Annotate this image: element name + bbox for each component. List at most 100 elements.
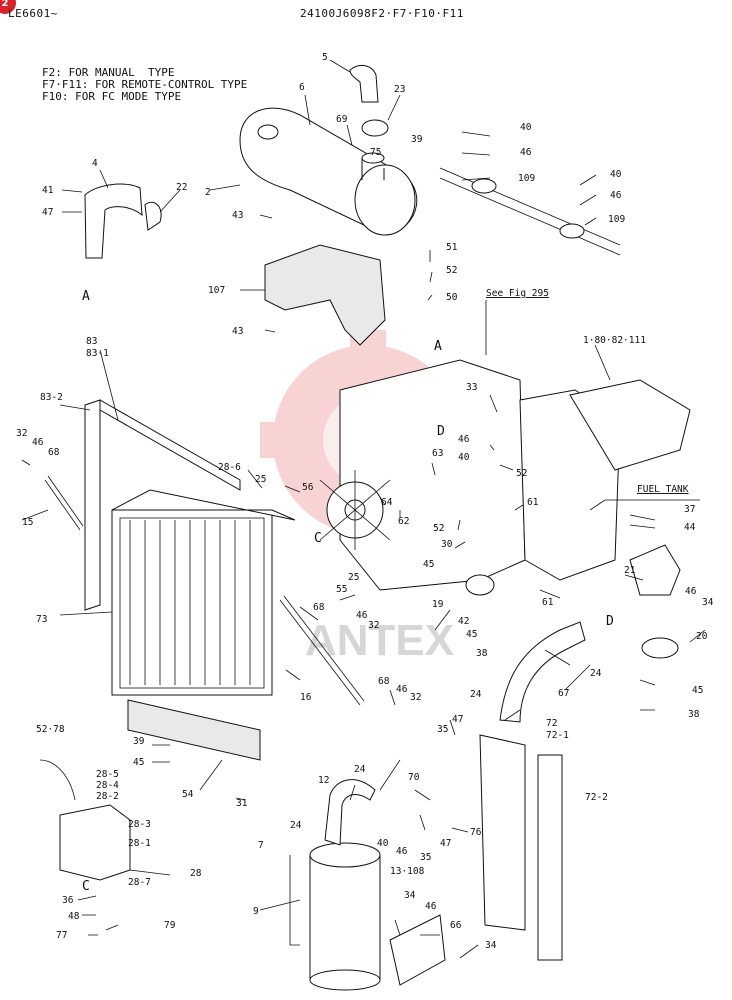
muffler-bracket-part (264, 244, 386, 346)
exhaust-elbow-part (84, 183, 143, 259)
bottom-rail-part (127, 699, 261, 761)
callout: 70 (408, 772, 420, 783)
callout: 44 (684, 522, 696, 533)
callout: 64 (381, 497, 393, 508)
watermark-text: ANTEX (305, 616, 454, 665)
note-fc-mode: F10: FOR FC MODE TYPE (42, 90, 182, 103)
callout: 39 (411, 134, 423, 145)
see-fig-reference: See Fig 295 (486, 288, 549, 299)
callout: 20 (696, 631, 708, 642)
callout: 75 (370, 147, 381, 158)
callout: 83-1 (86, 348, 109, 359)
callout: 46 (610, 190, 622, 201)
callout: 34 (702, 597, 714, 608)
radiator-part (111, 489, 296, 696)
note-remote: F7·F11: FOR REMOTE-CONTROL TYPE (42, 78, 248, 91)
callout: 51 (446, 242, 458, 253)
callout: 7 (258, 840, 264, 851)
note-manual: F2: FOR MANUAL TYPE (42, 66, 175, 79)
callout: 2 (205, 187, 211, 198)
callout: 28-3 (128, 819, 151, 830)
callout: 38 (476, 648, 488, 659)
callout: 13·108 (390, 866, 425, 877)
callout: 1·80·82·111 (583, 335, 646, 346)
callout: 46 (685, 586, 697, 597)
radiator-frame-part (84, 399, 241, 611)
callout: 36 (62, 895, 74, 906)
tailpipe-part (349, 64, 379, 103)
callout: 24 (470, 689, 482, 700)
callout: 37 (684, 504, 695, 515)
callout: 24 (290, 820, 302, 831)
callout: 109 (608, 214, 625, 225)
callout: 35 (437, 724, 448, 735)
callout: 68 (313, 602, 325, 613)
callout: 46 (520, 147, 532, 158)
callout: 52 (446, 265, 457, 276)
callout: 67 (558, 688, 569, 699)
callout: 46 (32, 437, 44, 448)
fuel-tank-reference: FUEL TANK (637, 484, 689, 495)
callout: 79 (164, 920, 176, 931)
callout: 107 (208, 285, 225, 296)
callout: 46 (425, 901, 437, 912)
part-group-title: 24100J6098F2·F7·F10·F11 (300, 7, 464, 20)
callout: 42 (458, 616, 469, 627)
callout: 9 (253, 906, 259, 917)
callout: 47 (440, 838, 451, 849)
callout: 15 (22, 517, 33, 528)
callout: 68 (378, 676, 390, 687)
callout: 25 (255, 474, 266, 485)
connector-c-label: C (314, 531, 322, 546)
callout: 40 (458, 452, 470, 463)
callout: 83-2 (40, 392, 63, 403)
callout: 4 (92, 158, 98, 169)
callout: 68 (48, 447, 60, 458)
callout-labels: 5 6 23 69 75 39 40 46 109 40 46 109 4 22… (16, 52, 714, 951)
engine-mount-part (641, 637, 679, 659)
callout: 40 (520, 122, 532, 133)
callout: 43 (232, 326, 243, 337)
callout: 52 (516, 468, 527, 479)
callout: 50 (446, 292, 458, 303)
callout: 19 (432, 599, 444, 610)
callout: 69 (336, 114, 348, 125)
flexible-hose-part (499, 621, 586, 723)
callout: 32 (410, 692, 421, 703)
callout: 5 (322, 52, 328, 63)
callout: 28-5 (96, 769, 119, 780)
clamp-part (361, 119, 389, 137)
connector-d-label: D (437, 424, 445, 439)
connector-a-label: A (434, 339, 442, 354)
callout: 35 (420, 852, 431, 863)
callout: 45 (692, 685, 703, 696)
callout: 76 (470, 827, 482, 838)
callout: 52 (433, 523, 444, 534)
callout: 54 (182, 789, 194, 800)
callout: 24 (590, 668, 602, 679)
callout: 25 (348, 572, 359, 583)
callout: 22 (176, 182, 187, 193)
reserve-tank-part (59, 804, 131, 881)
callout: 6 (299, 82, 305, 93)
engine-assembly (319, 359, 691, 591)
callout: 55 (336, 584, 347, 595)
callout: 28-6 (218, 462, 241, 473)
duct-strip-part (537, 754, 563, 961)
callout: 66 (450, 920, 462, 931)
callout: 61 (542, 597, 554, 608)
callout: 31 (236, 798, 248, 809)
callout: 16 (300, 692, 312, 703)
callout: 61 (527, 497, 539, 508)
callout: 32 (16, 428, 27, 439)
callout: 40 (610, 169, 622, 180)
callout: 46 (458, 434, 470, 445)
callout: 52·78 (36, 724, 65, 735)
callout: 30 (441, 539, 453, 550)
callout: 12 (318, 775, 329, 786)
callout: 48 (68, 911, 80, 922)
callout: 47 (452, 714, 463, 725)
callout: 28-1 (128, 838, 151, 849)
